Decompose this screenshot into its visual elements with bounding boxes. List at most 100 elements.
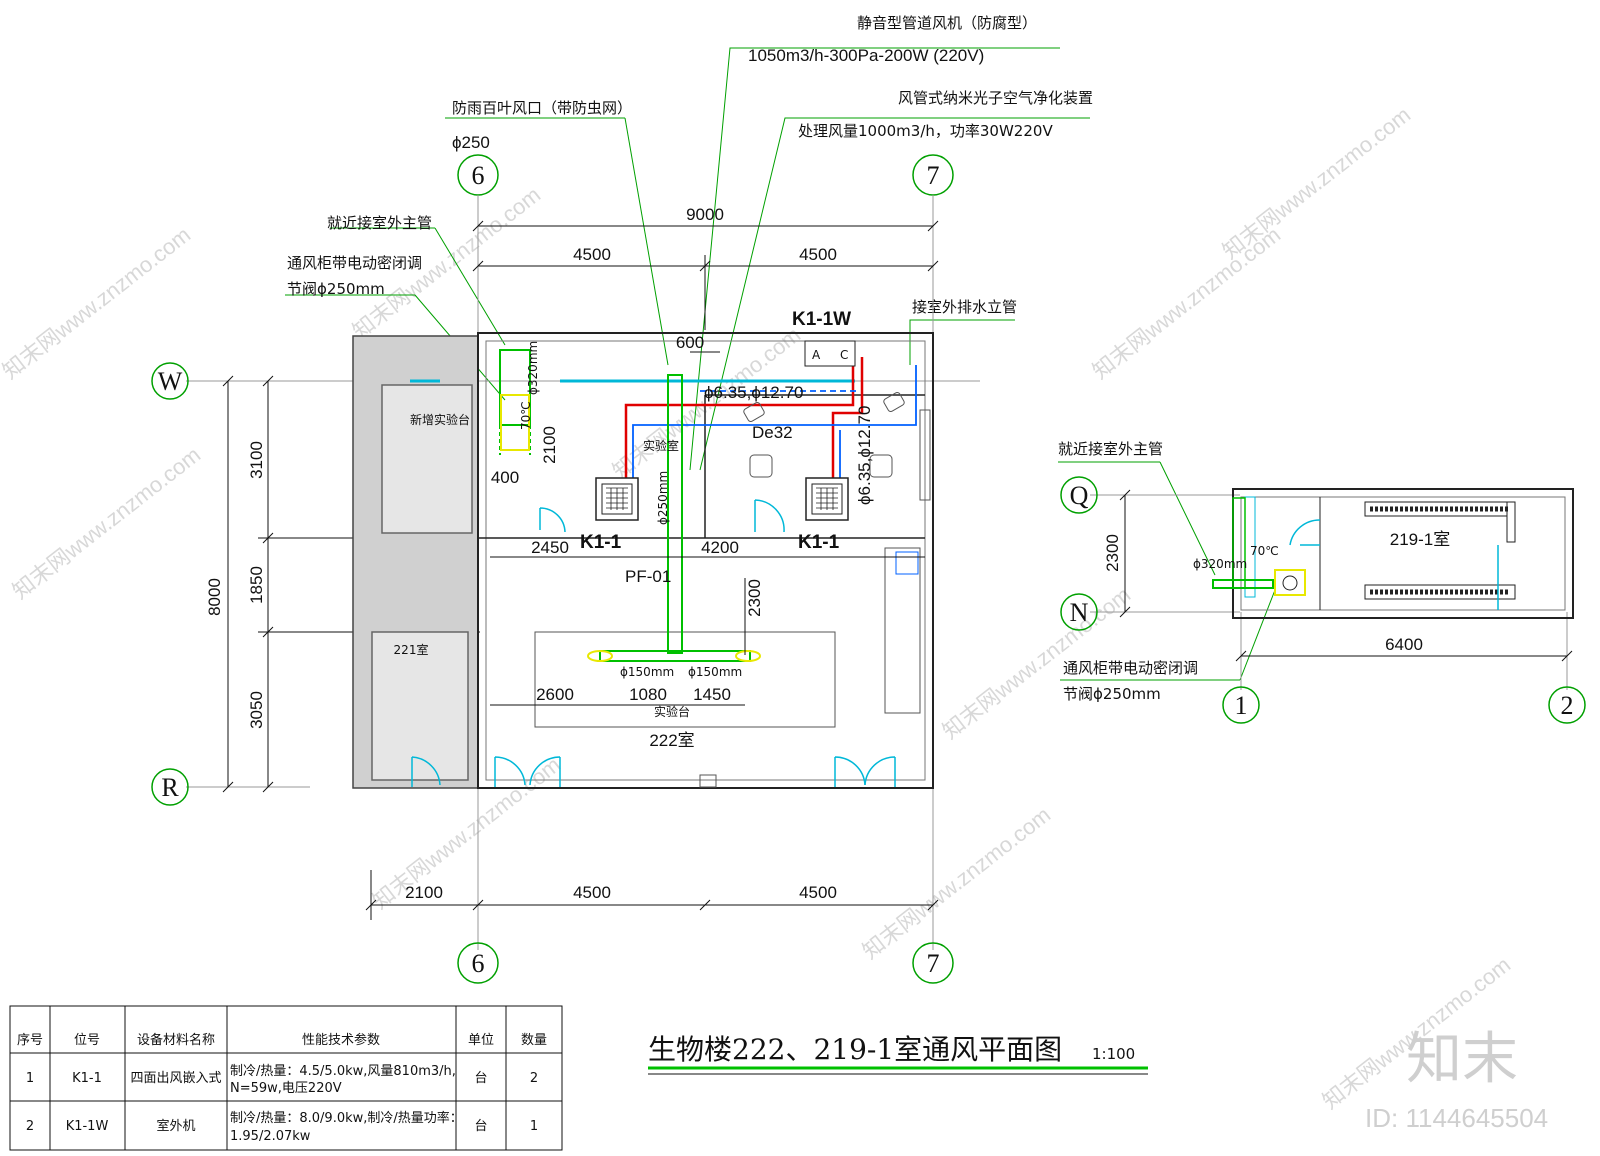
drawing-title: 生物楼222、219-1室通风平面图 [648,1033,1062,1066]
fan-title: 静音型管道风机（防腐型） [857,14,1037,32]
table-header-cell: 性能技术参数 [302,1032,380,1048]
connect-main-label-2: 就近接室外主管 [1058,440,1163,458]
table-cell: K1-1W [66,1119,109,1134]
duct-vertical-label: ϕ320mm [526,341,540,395]
table-cell: 制冷/热量：4.5/5.0kw,风量810m3/h, [230,1064,456,1079]
axis-label: R [161,773,179,802]
table-cell: K1-1 [72,1071,102,1086]
dim-600: 600 [676,333,704,352]
dim-1450: 1450 [693,685,731,704]
bottom-dimension-lines [365,870,939,920]
axis-bubble-7-bottom: 7 [912,942,954,984]
table-cell: 制冷/热量：8.0/9.0kw,制冷/热量功率： [230,1110,463,1126]
table-cell: 四面出风嵌入式 [130,1071,221,1086]
dim-top-left: 4500 [573,245,611,264]
table-cell: 台 [474,1071,487,1086]
table-cell: 室外机 [156,1118,195,1134]
axis-bubble-R: R [151,768,189,806]
axis-bubble-1: 1 [1222,686,1260,724]
fire-temp-label-2: 70℃ [1250,544,1279,558]
dim-4200: 4200 [701,538,739,557]
building-walls [352,332,934,789]
room-new-label: 新增实验台 [410,412,470,427]
table-cell: 1.95/2.07kw [230,1129,311,1144]
table-cell: 台 [474,1119,487,1134]
equipment-table [9,1005,563,1151]
axis-bubble-W: W [151,362,189,400]
grid-lines [186,195,980,950]
drain-label: 接室外排水立管 [912,298,1017,316]
table-header-cell: 设备材料名称 [137,1032,215,1048]
watermark-text: 知末网www.znzmo.com [1218,102,1415,264]
pipe-size-label: ϕ6.35,ϕ12.70 [704,383,803,402]
interior-dimension-lines [490,351,925,706]
axis-label: 6 [472,949,485,978]
dim-left-3100: 3100 [247,441,266,479]
dim-right-6400: 6400 [1385,635,1423,654]
table-cell: 1 [26,1071,34,1086]
axis-bubble-2: 2 [1548,686,1586,724]
axis-label: 1 [1235,691,1248,720]
damper2-label-line2: 节阀ϕ250mm [1063,685,1161,703]
room-221-label: 221室 [394,642,429,657]
table-cell: N=59w,电压220V [230,1081,342,1096]
bench-label: 实验台 [654,704,690,719]
axis-label: W [158,367,183,396]
axis-label: 7 [927,949,940,978]
axis-label: Q [1070,481,1089,510]
dim-right-2300: 2300 [1103,534,1122,572]
room-222-label: 222室 [649,731,694,750]
new-bench-area [381,384,473,534]
dim-2100-vertical: 2100 [540,426,559,464]
damper-label-line2: 节阀ϕ250mm [287,280,385,298]
room-219-plan [1090,488,1574,690]
pf-label: PF-01 [625,567,671,586]
table-cell: 2 [530,1071,538,1086]
watermark-text: 知末网www.znzmo.com [608,322,805,484]
fume-hood [500,394,530,451]
axis-bubble-Q: Q [1060,476,1098,514]
diffuser-left [587,650,613,662]
unit-a-label: K1-1 [580,532,622,553]
dim-bottom-2100: 2100 [405,883,443,902]
dim-2600: 2600 [536,685,574,704]
dim-1080: 1080 [629,685,667,704]
louver-size: ϕ250 [452,133,490,152]
unit-b-label: K1-1 [798,532,840,553]
table-header-cell: 单位 [468,1033,494,1048]
watermark-text: 知末网www.znzmo.com [0,222,195,384]
axis-bubble-6-top: 6 [457,154,499,196]
axis-bubble-6-bottom: 6 [457,942,499,984]
dim-top-total: 9000 [686,205,724,224]
axis-label: 7 [927,161,940,190]
watermark-text: 知末网www.znzmo.com [858,802,1055,964]
fan-spec: 1050m3/h-300Pa-200W (220V) [748,46,984,65]
axis-label: N [1070,598,1089,627]
brand-logo: 知末 [1406,1027,1518,1092]
purifier-title: 风管式纳米光子空气净化装置 [898,89,1093,107]
pipe-size-vertical-label: ϕ6.35,ϕ12.70 [855,406,874,505]
branch-a-label: ϕ150mm [620,665,674,679]
dim-bottom-4500-a: 4500 [573,883,611,902]
drain-size-label: De32 [752,423,793,442]
fire-temp-label: 70℃ [519,401,533,430]
diffuser-right [735,650,761,662]
axis-bubble-N: N [1060,593,1098,631]
furniture [699,392,919,788]
dim-top-right: 4500 [799,245,837,264]
axis-label: 2 [1561,691,1574,720]
leader-lines [285,47,1276,681]
room-221-area [371,631,469,781]
table-header-cell: 数量 [521,1033,547,1048]
dim-2450: 2450 [531,538,569,557]
indoor-unit-k1-1-b [805,477,849,521]
purifier-spec: 处理风量1000m3/h，功率30W220V [798,122,1053,140]
table-cell: 2 [26,1119,34,1134]
duct-vertical-label-2: ϕ320mm [1193,557,1247,571]
doors [410,379,896,787]
brand-id: ID: 1144645504 [1365,1103,1548,1133]
watermark-text: 知末网www.znzmo.com [8,442,205,604]
louver-title: 防雨百叶风口（带防虫网） [452,99,632,117]
table-cell: 1 [530,1119,538,1134]
